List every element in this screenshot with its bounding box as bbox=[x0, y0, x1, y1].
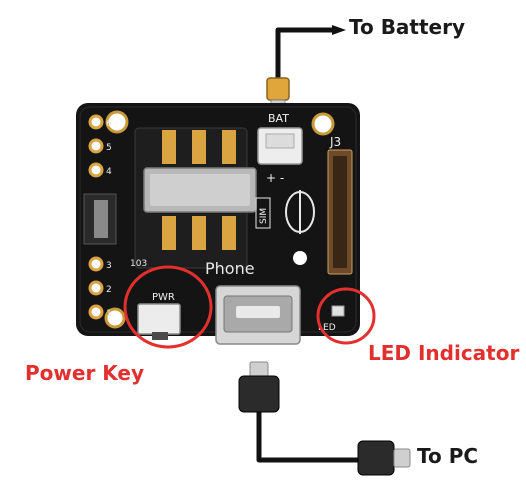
header-j3: J3 bbox=[327, 135, 353, 275]
mounting-holes bbox=[104, 110, 335, 329]
to-battery-label: To Battery bbox=[349, 15, 466, 39]
pcb: 6 5 4 3 2 1 103 bbox=[76, 103, 360, 345]
power-key-highlight bbox=[123, 265, 213, 349]
led-indicator-label: LED Indicator bbox=[368, 341, 520, 365]
to-pc-label: To PC bbox=[417, 444, 479, 468]
sim-code-label: 103 bbox=[130, 259, 147, 269]
pin-label: 4 bbox=[106, 167, 112, 177]
pin-labels: 6 5 4 3 2 1 bbox=[106, 119, 112, 319]
polarity-label: + - bbox=[266, 171, 284, 185]
led-highlight bbox=[316, 287, 376, 345]
board-logo: SIM Phone bbox=[205, 190, 315, 278]
led-label: LED bbox=[318, 323, 336, 333]
battery-lead bbox=[266, 25, 346, 113]
left-header-pins bbox=[88, 114, 104, 320]
sim-label: SIM bbox=[259, 208, 269, 224]
highlights bbox=[123, 265, 376, 349]
brand-label: Phone bbox=[205, 259, 255, 278]
pin-label: 3 bbox=[106, 261, 112, 271]
battery-connector: BAT + - bbox=[257, 112, 303, 185]
pin-label: 5 bbox=[106, 143, 112, 153]
pin-label: 2 bbox=[106, 285, 112, 295]
pin-label: 1 bbox=[106, 309, 112, 319]
pin-label: 6 bbox=[106, 119, 112, 129]
power-switch: PWR bbox=[137, 292, 181, 340]
led: LED bbox=[318, 305, 345, 333]
side-connector bbox=[83, 193, 117, 245]
usb-cable bbox=[238, 361, 411, 476]
bat-label: BAT bbox=[268, 112, 289, 125]
power-key-label: Power Key bbox=[25, 361, 145, 385]
sim-holder: 103 bbox=[130, 127, 257, 269]
micro-usb-port bbox=[215, 285, 301, 345]
j3-label: J3 bbox=[329, 135, 341, 149]
pwr-label: PWR bbox=[152, 292, 175, 303]
